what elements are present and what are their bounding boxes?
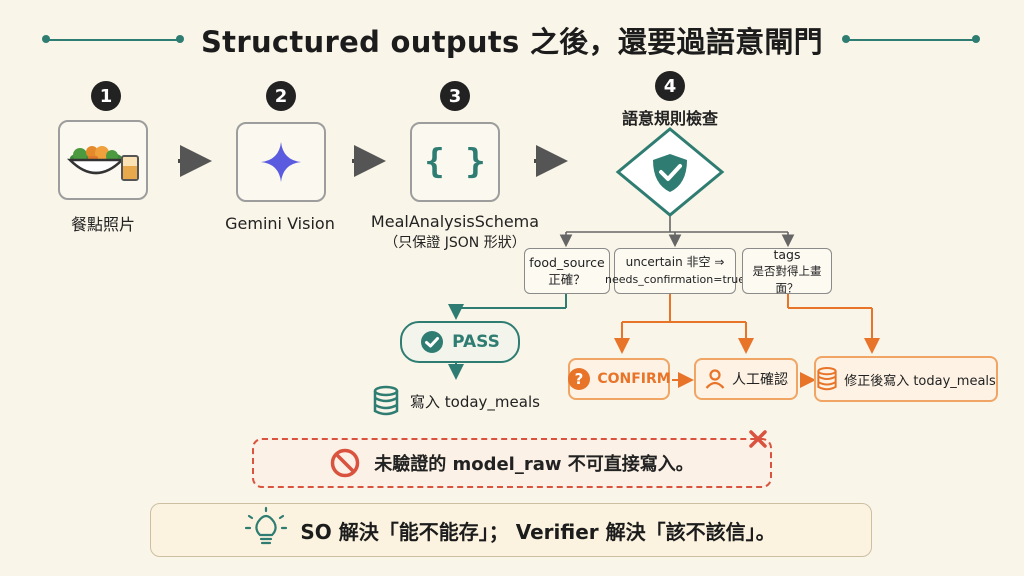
svg-text:?: ? — [575, 370, 584, 388]
step-2-number: 2 — [266, 81, 296, 111]
lightbulb-icon — [245, 506, 288, 545]
gemini-star-icon — [261, 142, 301, 182]
braces-icon: { } — [424, 142, 486, 182]
human-review-label: 人工確認 — [732, 372, 788, 388]
step-4-label: 語意規則檢查 — [621, 109, 718, 128]
gemini-vision-card — [236, 122, 326, 202]
tip-text: SO 解決「能不能存」； Verifier 解決「該不該信」。 — [300, 519, 776, 544]
confirm-path — [614, 294, 880, 388]
no-entry-icon — [330, 448, 360, 478]
semantic-check-diamond — [615, 127, 725, 217]
check-branch-lines — [559, 214, 795, 248]
step-2-label: Gemini Vision — [225, 213, 335, 233]
check-tags-line2: 是否對得上畫面？ — [752, 263, 822, 295]
fix-and-write-box: 修正後寫入 today_meals — [814, 356, 998, 402]
check-tags: tags 是否對得上畫面？ — [742, 246, 832, 295]
title-rule-right-dot-b — [972, 35, 980, 43]
title-rule-right — [846, 39, 976, 41]
check-uncertain-line1: uncertain 非空 ⇒ — [625, 255, 725, 269]
step-3-number: 3 — [440, 81, 470, 111]
step-1-number: 1 — [91, 81, 121, 111]
confirm-label: CONFIRM — [597, 371, 671, 387]
step-1-label: 餐點照片 — [70, 215, 135, 234]
pass-target-label: 寫入 today_meals — [410, 392, 540, 411]
page-title: Structured outputs 之後，還要過語意閘門 — [201, 25, 823, 59]
check-uncertain: uncertain 非空 ⇒ needs_confirmation=true — [605, 248, 745, 294]
warning-text: 未驗證的 model_raw 不可直接寫入。 — [374, 454, 694, 475]
check-food-source: food_source 正確？ — [524, 248, 610, 294]
x-icon — [749, 430, 767, 448]
check-food-source-line1: food_source — [529, 255, 605, 270]
title-rule-left-dot-a — [42, 35, 50, 43]
step-4-number: 4 — [655, 71, 685, 101]
schema-card: { } — [410, 122, 500, 202]
title-rule-left — [48, 39, 180, 41]
database-icon — [817, 367, 837, 391]
pass-label: PASS — [452, 332, 500, 352]
warning-banner: 未驗證的 model_raw 不可直接寫入。 — [252, 438, 772, 488]
pass-badge: PASS — [400, 321, 520, 363]
check-tags-line1: tags — [773, 246, 801, 262]
title-rule-right-dot-a — [842, 35, 850, 43]
question-icon: ? — [568, 368, 591, 390]
meal-photo-card — [58, 120, 148, 200]
title-rule-left-dot-b — [176, 35, 184, 43]
step-3-label: MealAnalysisSchema — [370, 211, 540, 231]
fix-and-write-label: 修正後寫入 today_meals — [844, 373, 996, 389]
step-3-sublabel: （只保證 JSON 形狀） — [384, 235, 526, 251]
check-food-source-line2: 正確？ — [548, 272, 586, 287]
summary-tip: SO 解決「能不能存」； Verifier 解決「該不該信」。 — [150, 503, 872, 557]
human-review-box: 人工確認 — [694, 358, 798, 400]
check-circle-icon — [421, 331, 444, 353]
pass-target: 寫入 today_meals — [372, 384, 552, 418]
check-uncertain-line2: needs_confirmation=true — [604, 273, 746, 286]
food-bowl-icon — [66, 146, 139, 181]
database-icon — [373, 385, 399, 416]
shield-check-icon — [653, 154, 687, 192]
person-icon — [705, 369, 725, 389]
confirm-badge: ? CONFIRM — [568, 358, 671, 400]
